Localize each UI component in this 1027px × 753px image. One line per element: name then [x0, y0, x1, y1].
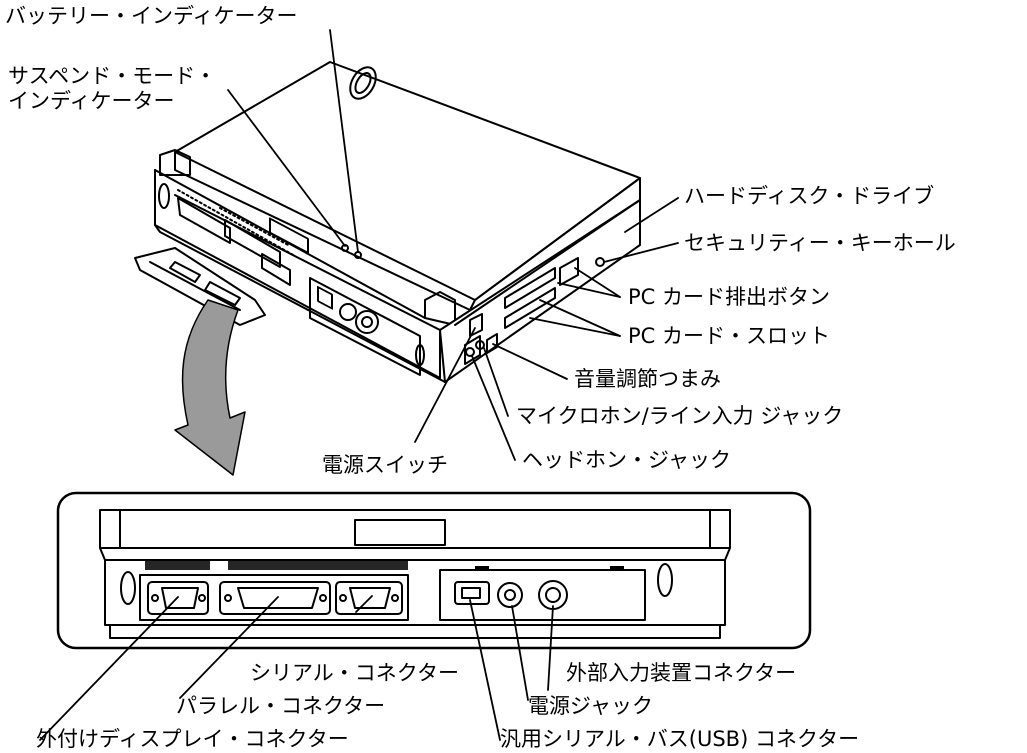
- label-parallel-connector: パラレル・コネクター: [176, 694, 386, 718]
- leader-lines: [39, 29, 679, 741]
- label-suspend-indicator-line2: インディケーター: [8, 89, 175, 113]
- lid-latch: [349, 66, 377, 100]
- power-switch-upper: [469, 313, 483, 337]
- pc-card-slot-upper: [504, 267, 556, 309]
- power-jack: [497, 582, 523, 608]
- power-jack-upper: [339, 303, 357, 321]
- hinge-right: [424, 291, 456, 326]
- vent-strip-left: [145, 560, 210, 570]
- input-connector: [538, 580, 568, 610]
- label-pc-card-slot: PC カード・スロット: [628, 324, 831, 348]
- rear-panel-detail: [56, 491, 812, 650]
- port-panel-right: [439, 569, 646, 621]
- lid-tab: [354, 519, 446, 546]
- label-usb-connector: 汎用シリアル・バス(USB) コネクター: [500, 727, 860, 751]
- label-mic-line-in-jack: マイクロホン/ライン入力 ジャック: [516, 404, 844, 428]
- rear-port-cover-slot: [269, 217, 309, 254]
- label-external-display-connector: 外付けディスプレイ・コネクター: [36, 727, 349, 751]
- label-security-keyhole: セキュリティー・キーホール: [684, 231, 956, 255]
- rear-foot-left: [158, 183, 170, 209]
- label-hard-disk-drive: ハードディスク・ドライブ: [684, 184, 935, 208]
- pc-card-slot-lower: [504, 287, 556, 329]
- volume-knob-upper: [486, 333, 498, 354]
- mic-jack-upper: [475, 340, 485, 350]
- label-volume-knob: 音量調節つまみ: [574, 367, 721, 391]
- rear-foot-detail-right: [657, 563, 673, 597]
- usb-port: [454, 581, 490, 605]
- laptop-right-side: [439, 199, 641, 383]
- label-power-switch: 電源スイッチ: [322, 453, 448, 477]
- pc-card-eject: [559, 257, 579, 286]
- label-serial-connector: シリアル・コネクター: [250, 661, 459, 685]
- vent-strip-right: [228, 560, 408, 570]
- laptop-rear-panel: [154, 169, 441, 379]
- label-power-jack: 電源ジャック: [528, 694, 653, 718]
- detail-frame: [56, 491, 812, 650]
- laptop-isometric: [134, 61, 641, 383]
- vga-port: [161, 587, 199, 609]
- label-battery-indicator: バッテリー・インディケーター: [5, 4, 298, 28]
- label-headphone-jack: ヘッドホン・ジャック: [522, 448, 731, 472]
- rear-foot-detail-left: [120, 571, 136, 605]
- usb-port-upper: [317, 285, 333, 310]
- label-external-input-connector: 外部入力装置コネクター: [566, 661, 797, 685]
- parallel-port: [237, 587, 319, 609]
- label-suspend-indicator-line1: サスペンド・モード・: [8, 64, 217, 88]
- transition-arrow: [174, 299, 246, 476]
- input-connector-upper: [355, 310, 379, 334]
- headphone-jack-upper: [465, 347, 475, 357]
- port-panel-left: [139, 574, 409, 621]
- serial-port: [349, 587, 391, 609]
- label-pc-card-eject-button: PC カード排出ボタン: [628, 285, 831, 309]
